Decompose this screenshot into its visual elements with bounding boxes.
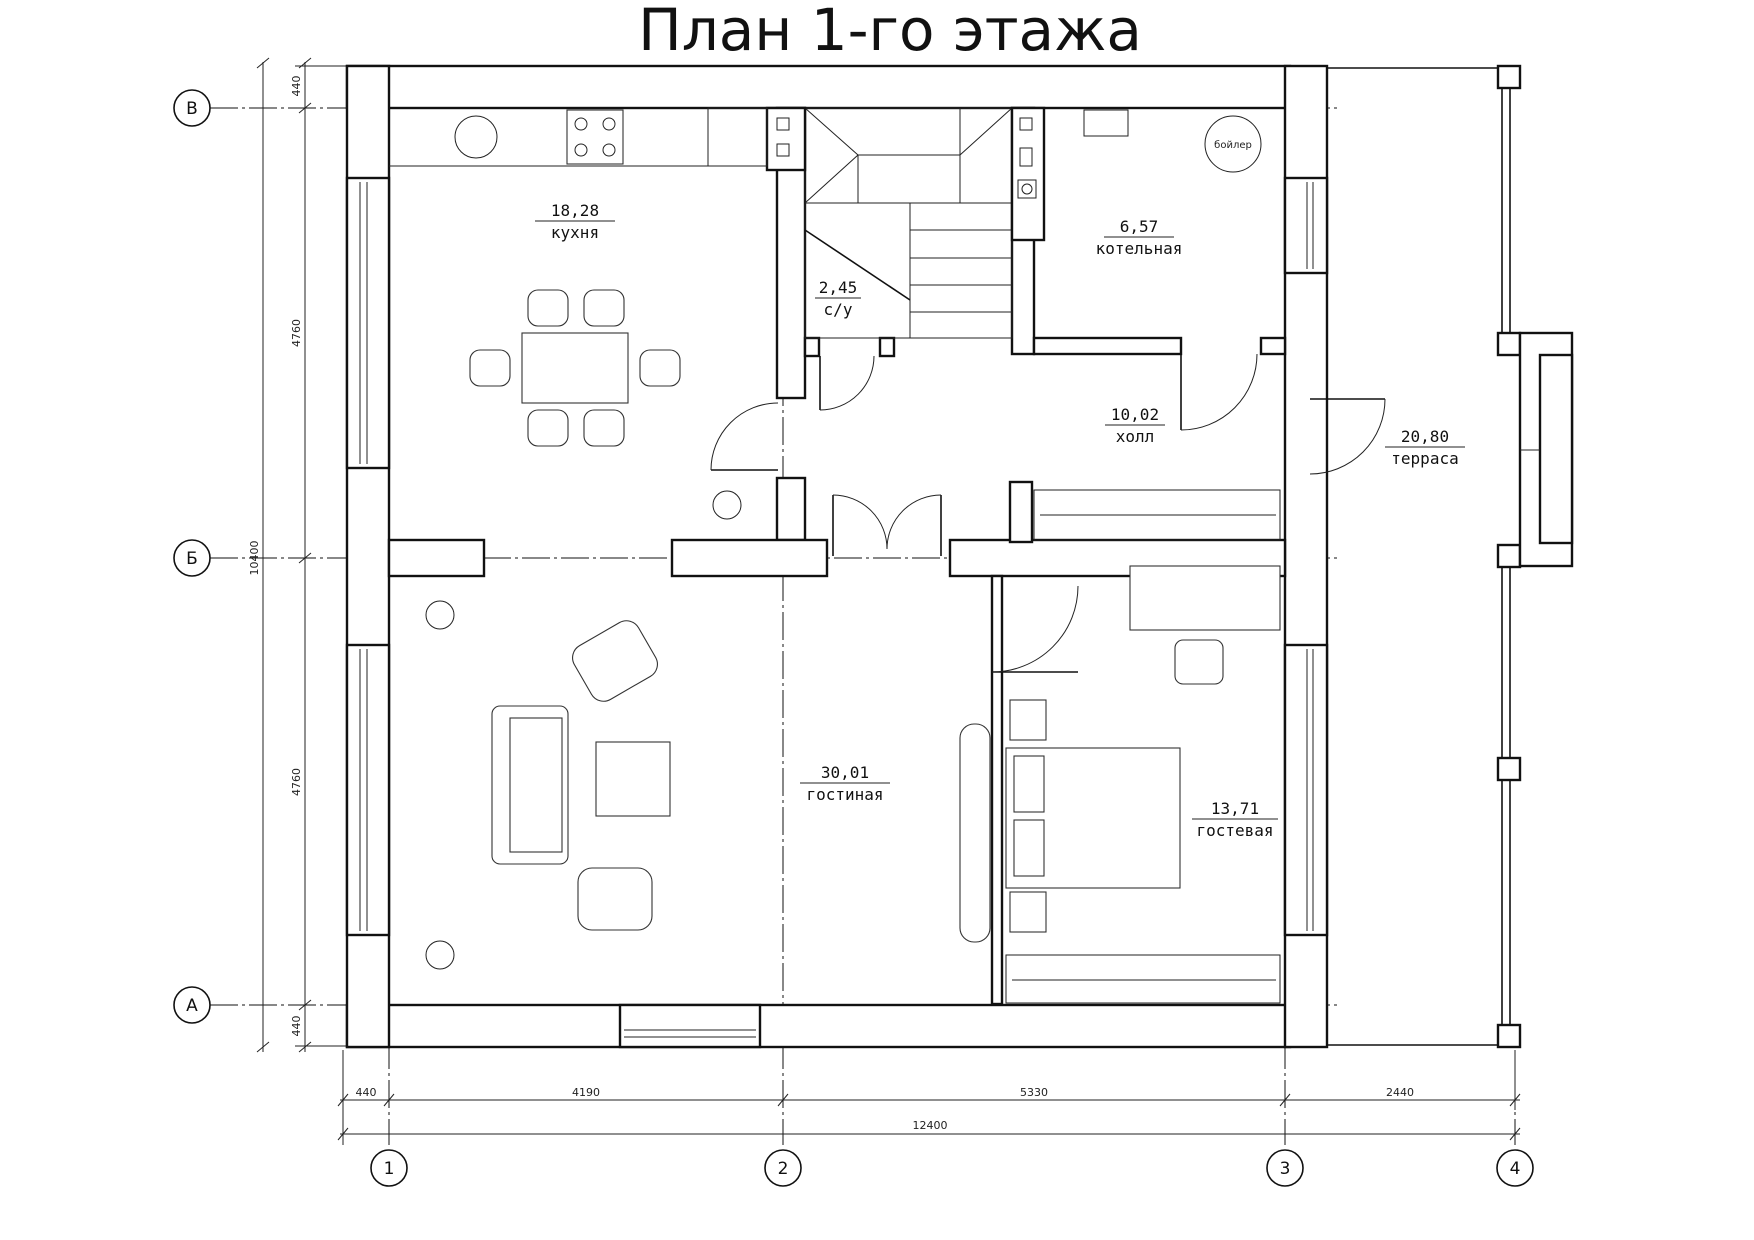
room-area-guest: 13,71 bbox=[1211, 799, 1259, 818]
plan-title: План 1-го этажа bbox=[638, 0, 1142, 64]
axis-label-1: 1 bbox=[384, 1159, 395, 1179]
doors bbox=[710, 353, 1386, 673]
room-area-terrace: 20,80 bbox=[1401, 427, 1449, 446]
windows bbox=[359, 182, 1314, 1038]
dim-left-4760-bottom: 4760 bbox=[290, 768, 303, 796]
hall-wardrobe bbox=[1033, 489, 1281, 541]
room-name-wc: с/у bbox=[824, 300, 853, 319]
dim-left-440-top: 440 bbox=[290, 76, 303, 97]
axis-label-4: 4 bbox=[1510, 1159, 1521, 1179]
axis-label-2: 2 bbox=[778, 1159, 789, 1179]
guest-furniture bbox=[959, 565, 1281, 1004]
room-name-kitchen: кухня bbox=[551, 223, 599, 242]
staircase bbox=[804, 107, 1013, 339]
room-name-living: гостиная bbox=[806, 785, 883, 804]
dim-bottom-4190: 4190 bbox=[572, 1086, 600, 1099]
walls bbox=[345, 64, 1329, 1049]
dim-bottom-5330: 5330 bbox=[1020, 1086, 1048, 1099]
room-area-boiler: 6,57 bbox=[1120, 217, 1159, 236]
terrace bbox=[1327, 64, 1574, 1049]
axis-label-3: 3 bbox=[1280, 1159, 1291, 1179]
dim-left-4760-top: 4760 bbox=[290, 319, 303, 347]
dim-left-total: 10400 bbox=[248, 541, 261, 576]
dim-bottom-total: 12400 bbox=[913, 1119, 948, 1132]
boiler-room-equipment: бойлер bbox=[1083, 109, 1262, 173]
dim-bottom-2440: 2440 bbox=[1386, 1086, 1414, 1099]
axis-markers: В Б А 1 2 3 4 bbox=[173, 89, 1534, 1187]
dim-bottom-440: 440 bbox=[356, 1086, 377, 1099]
dimension-lines: 440 4190 5330 2440 12400 440 4760 4760 4… bbox=[248, 57, 1521, 1145]
dim-left-440-bottom: 440 bbox=[290, 1016, 303, 1037]
room-name-boiler: котельная bbox=[1096, 239, 1183, 258]
axis-label-v: В bbox=[186, 99, 198, 119]
room-area-hall: 10,02 bbox=[1111, 405, 1159, 424]
room-area-wc: 2,45 bbox=[819, 278, 858, 297]
room-name-guest: гостевая bbox=[1196, 821, 1273, 840]
vent-shafts bbox=[765, 106, 1046, 242]
room-labels: 18,28 кухня 2,45 с/у 6,57 котельная 10,0… bbox=[535, 201, 1465, 840]
room-area-living: 30,01 bbox=[821, 763, 869, 782]
living-furniture bbox=[425, 490, 742, 970]
axis-label-b: Б bbox=[186, 549, 198, 569]
room-name-terrace: терраса bbox=[1391, 449, 1458, 468]
room-name-hall: холл bbox=[1116, 427, 1155, 446]
axis-label-a: А bbox=[186, 996, 198, 1016]
kitchen-furniture bbox=[389, 107, 768, 447]
boiler-label: бойлер bbox=[1214, 140, 1252, 151]
room-area-kitchen: 18,28 bbox=[551, 201, 599, 220]
